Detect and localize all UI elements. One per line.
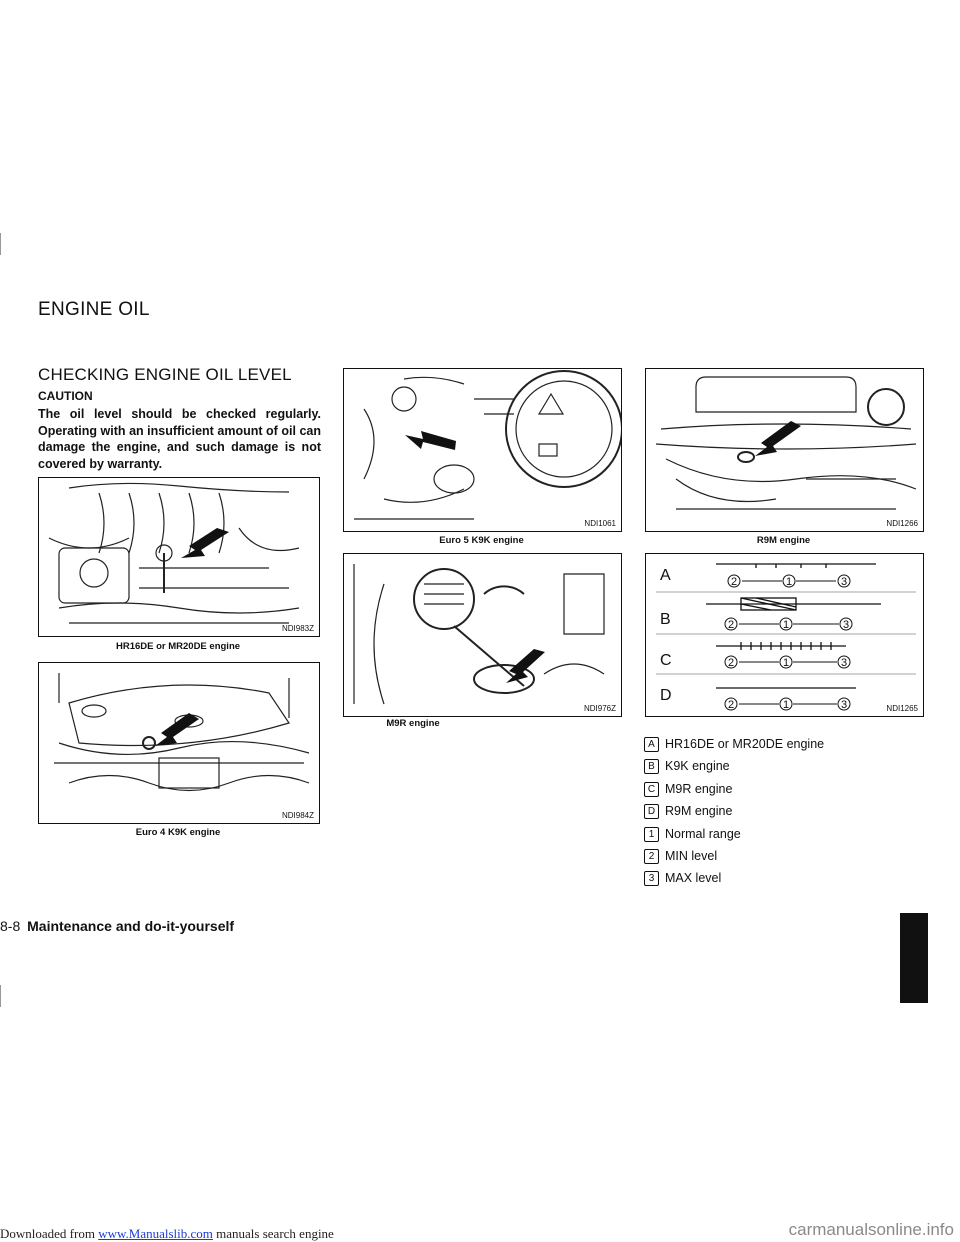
mark-normal: 1 (783, 699, 789, 711)
mark-min: 2 (728, 699, 734, 711)
legend-key: C (644, 782, 659, 798)
figure-m9r-engine: NDI976Z (343, 553, 622, 717)
subsection-title: CHECKING ENGINE OIL LEVEL (38, 365, 292, 384)
figure-code: NDI1061 (584, 519, 616, 528)
banner-prefix: Downloaded from (0, 1226, 95, 1241)
legend-item: 2 MIN level (644, 849, 718, 865)
mark-max: 3 (843, 619, 849, 631)
banner-suffix: manuals search engine (216, 1226, 334, 1241)
figure-code: NDI1265 (886, 704, 918, 713)
legend-text: K9K engine (665, 759, 730, 773)
crop-mark (0, 985, 1, 1007)
engine-illustration (48, 482, 300, 624)
caution-text: The oil level should be checked regularl… (38, 407, 321, 471)
figure-code: NDI984Z (281, 811, 314, 820)
legend-item: C M9R engine (644, 782, 733, 798)
legend-key: 3 (644, 871, 659, 887)
figure-euro4-k9k-engine: NDI984Z (38, 662, 320, 824)
download-banner: Downloaded from www.Manualslib.com manua… (0, 1226, 334, 1242)
legend-text: R9M engine (665, 804, 733, 818)
arrow-icon (405, 431, 456, 450)
page-number: 8-8 (0, 918, 21, 934)
row-label-d: D (660, 687, 672, 704)
engine-illustration (353, 564, 605, 705)
legend-key: A (644, 737, 659, 753)
arrow-icon (155, 713, 199, 746)
mark-normal: 1 (786, 576, 792, 588)
row-label-c: C (660, 652, 672, 669)
legend-key: D (644, 804, 659, 820)
chapter-tab (900, 913, 928, 1003)
mark-normal: 1 (783, 657, 789, 669)
page-footer: 8-8 Maintenance and do-it-yourself (0, 918, 234, 934)
legend-key: 1 (644, 827, 659, 843)
legend-text: Normal range (665, 827, 741, 841)
row-label-a: A (660, 567, 671, 584)
crop-mark (0, 233, 1, 255)
figure-caption: R9M engine (756, 535, 811, 546)
dipstick-diagram: A B C D 2 1 3 2 (656, 563, 916, 711)
figure-caption: HR16DE or MR20DE engine (115, 641, 241, 652)
arrow-icon (506, 649, 545, 683)
legend-item: 3 MAX level (644, 871, 722, 887)
engine-illustration (54, 673, 310, 792)
figure-caption: M9R engine (386, 718, 440, 729)
mark-min: 2 (731, 576, 737, 588)
engine-illustration (354, 370, 621, 520)
arrow-icon (181, 528, 229, 558)
mark-min: 2 (728, 657, 734, 669)
legend-text: MAX level (665, 871, 722, 885)
engine-illustration (655, 376, 917, 510)
legend-item: D R9M engine (644, 804, 733, 820)
mark-max: 3 (841, 699, 847, 711)
figure-code: NDI983Z (281, 624, 314, 633)
legend-item: 1 Normal range (644, 827, 741, 843)
figure-euro5-k9k-engine: NDI1061 (343, 368, 622, 532)
legend-text: M9R engine (665, 782, 733, 796)
row-label-b: B (660, 611, 671, 628)
figure-dipstick-levels: A B C D 2 1 3 2 (645, 553, 924, 717)
arrow-icon (755, 421, 801, 456)
legend-item: A HR16DE or MR20DE engine (644, 737, 825, 753)
mark-max: 3 (841, 657, 847, 669)
section-title: ENGINE OIL (38, 299, 150, 320)
figure-code: NDI976Z (583, 704, 616, 713)
caution-heading: CAUTION (38, 389, 93, 403)
legend-key: 2 (644, 849, 659, 865)
figure-code: NDI1266 (886, 519, 918, 528)
mark-max: 3 (841, 576, 847, 588)
legend-item: B K9K engine (644, 759, 730, 775)
figure-caption: Euro 4 K9K engine (135, 827, 221, 838)
figure-hr16de-engine: NDI983Z (38, 477, 320, 637)
watermark: carmanualsonline.info (788, 1220, 954, 1239)
mark-min: 2 (728, 619, 734, 631)
figure-r9m-engine: NDI1266 (645, 368, 924, 532)
chapter-title: Maintenance and do-it-yourself (27, 918, 235, 934)
manualslib-link[interactable]: www.Manualslib.com (98, 1226, 213, 1241)
legend-text: MIN level (665, 849, 718, 863)
legend-text: HR16DE or MR20DE engine (665, 737, 825, 751)
legend-key: B (644, 759, 659, 775)
figure-caption: Euro 5 K9K engine (439, 535, 524, 546)
mark-normal: 1 (783, 619, 789, 631)
